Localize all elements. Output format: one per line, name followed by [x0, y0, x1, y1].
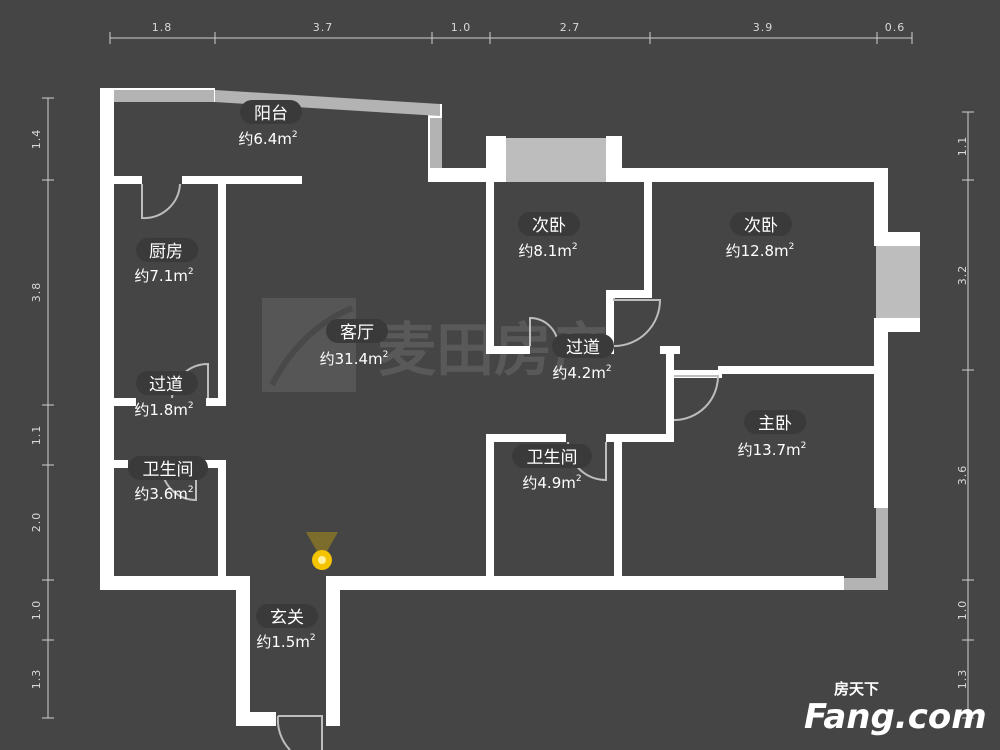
door-bedroom-large-icon: [613, 298, 662, 347]
door-master-icon: [673, 375, 720, 421]
room-name: 主卧: [758, 414, 792, 434]
dim-top-5: 0.6: [885, 21, 906, 34]
room-kitchen: 厨房 约7.1m2: [134, 238, 198, 285]
dim-left-0: 1.4: [30, 129, 43, 150]
room-master-bedroom: 主卧 约13.7m2: [738, 410, 807, 459]
room-name: 过道: [149, 375, 183, 395]
window-balcony-left: [114, 90, 214, 102]
window-master-bottom: [844, 578, 888, 590]
room-hallway-right: 过道 约4.2m2: [552, 334, 614, 382]
dim-left-5: 1.3: [30, 669, 43, 690]
room-bedroom-large: 次卧 约12.8m2: [726, 212, 795, 260]
room-name: 阳台: [254, 104, 288, 124]
room-bathroom-left: 卫生间 约3.6m2: [128, 456, 208, 503]
brand-en: Fang.com: [804, 697, 987, 737]
brand-cn: 房天下: [834, 680, 879, 698]
dim-left-1: 3.8: [30, 282, 43, 303]
dim-right-4: 1.3: [956, 669, 969, 690]
window-balcony-slanted: [215, 90, 440, 116]
door-kitchen-icon: [141, 183, 181, 220]
window-balcony-right: [430, 118, 442, 168]
walls: [100, 88, 920, 726]
doors: [141, 183, 720, 750]
room-area: 约13.7m2: [738, 441, 807, 459]
dim-right-1: 3.2: [956, 265, 969, 286]
dimension-left: 1.4 3.8 1.1 2.0 1.0 1.3: [30, 97, 54, 719]
room-area: 约6.4m2: [238, 130, 297, 148]
windows: [114, 90, 920, 590]
window-bedroom-right: [876, 246, 920, 318]
room-area: 约4.9m2: [522, 474, 581, 492]
room-balcony: 阳台 约6.4m2: [238, 100, 302, 148]
dim-left-2: 1.1: [30, 425, 43, 446]
dim-top-4: 3.9: [753, 21, 774, 34]
door-entrance-icon: [278, 715, 323, 750]
room-name: 卫生间: [143, 460, 194, 480]
room-area: 约31.4m2: [320, 350, 389, 368]
room-name: 玄关: [270, 608, 304, 628]
room-area: 约3.6m2: [134, 485, 193, 503]
room-area: 约1.8m2: [134, 401, 193, 419]
room-labels: 阳台 约6.4m2 厨房 约7.1m2 客厅 约31.4m2 过道 约1.8m2…: [128, 100, 806, 651]
dimension-top: 1.8 3.7 1.0 2.7 3.9 0.6: [109, 21, 913, 44]
room-area: 约1.5m2: [256, 633, 315, 651]
window-master-right: [876, 508, 888, 588]
room-bedroom-small: 次卧 约8.1m2: [518, 212, 580, 260]
room-bathroom-right: 卫生间 约4.9m2: [512, 444, 592, 492]
camera-marker-icon: [306, 532, 338, 570]
room-name: 客厅: [340, 323, 374, 343]
room-area: 约8.1m2: [518, 242, 577, 260]
room-foyer: 玄关 约1.5m2: [256, 604, 318, 651]
room-living: 客厅 约31.4m2: [320, 319, 389, 368]
dim-left-3: 2.0: [30, 512, 43, 533]
window-bedroom-bay: [506, 138, 606, 182]
room-name: 厨房: [149, 242, 183, 262]
brand-logo: 房天下 Fang.com: [804, 680, 987, 737]
room-name: 卫生间: [527, 448, 578, 468]
dim-top-3: 2.7: [560, 21, 581, 34]
room-area: 约7.1m2: [134, 267, 193, 285]
dim-top-2: 1.0: [451, 21, 472, 34]
dim-right-2: 3.6: [956, 465, 969, 486]
room-area: 约4.2m2: [552, 364, 611, 382]
dimension-right: 1.1 3.2 3.6 1.0 1.3: [956, 111, 974, 719]
dim-right-3: 1.0: [956, 600, 969, 621]
room-hallway-left: 过道 约1.8m2: [134, 371, 198, 419]
dim-top-1: 3.7: [313, 21, 334, 34]
dim-top-0: 1.8: [152, 21, 173, 34]
dim-right-0: 1.1: [956, 136, 969, 157]
room-name: 次卧: [744, 216, 778, 236]
dim-left-4: 1.0: [30, 600, 43, 621]
room-area: 约12.8m2: [726, 242, 795, 260]
room-name: 次卧: [532, 216, 566, 236]
room-name: 过道: [566, 338, 600, 358]
